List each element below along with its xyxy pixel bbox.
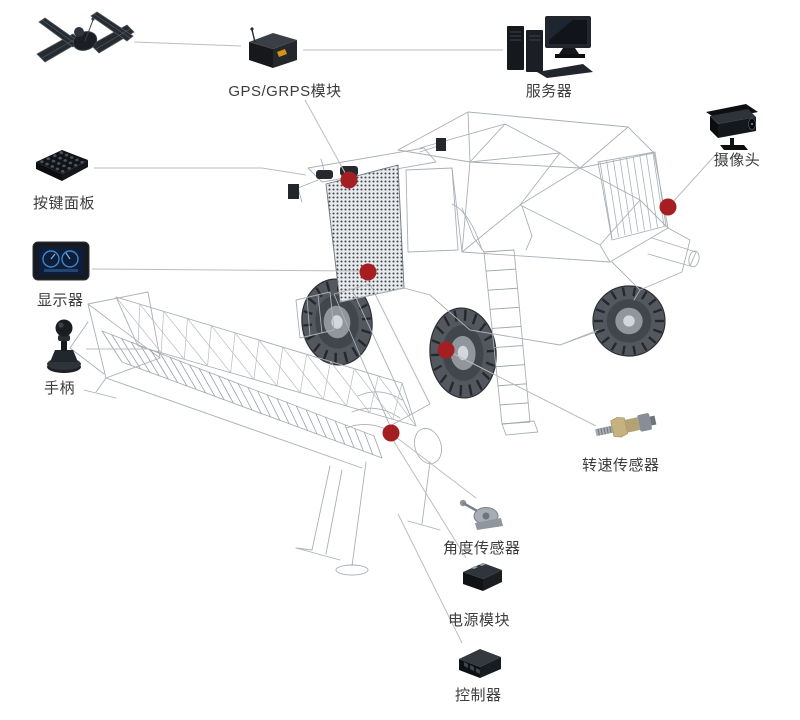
satellite-icon — [33, 8, 137, 76]
marker-dot — [437, 341, 455, 359]
marker-dot — [340, 171, 358, 189]
connector-lines — [86, 41, 719, 644]
angle-sensor-icon — [455, 496, 505, 532]
keypad-label: 按键面板 — [33, 195, 96, 212]
marker-dot — [359, 263, 377, 281]
controller-label: 控制器 — [455, 687, 502, 704]
server-icon — [503, 14, 595, 78]
marker-dot — [382, 424, 400, 442]
keypad-icon — [30, 144, 94, 188]
speed-sensor-label: 转速传感器 — [582, 457, 660, 474]
power-module-label: 电源模块 — [448, 612, 511, 629]
controller-icon — [455, 644, 505, 682]
gps-module-label: GPS/GRPS模块 — [228, 83, 342, 100]
marker-dot — [659, 198, 677, 216]
joystick-label: 手柄 — [44, 380, 76, 397]
server-label: 服务器 — [525, 83, 573, 100]
camera-label: 摄像头 — [713, 152, 761, 169]
power-module-icon — [457, 559, 507, 595]
sensor-markers — [340, 171, 677, 442]
display-icon — [32, 240, 90, 286]
speed-sensor-icon — [592, 408, 658, 444]
wheels — [301, 278, 666, 399]
display-label: 显示器 — [37, 292, 84, 309]
gps-module-icon — [241, 26, 303, 74]
machine-mesh-detail — [101, 152, 665, 459]
angle-sensor-label: 角度传感器 — [443, 540, 521, 557]
camera-icon — [702, 100, 770, 150]
joystick-icon — [42, 318, 88, 374]
